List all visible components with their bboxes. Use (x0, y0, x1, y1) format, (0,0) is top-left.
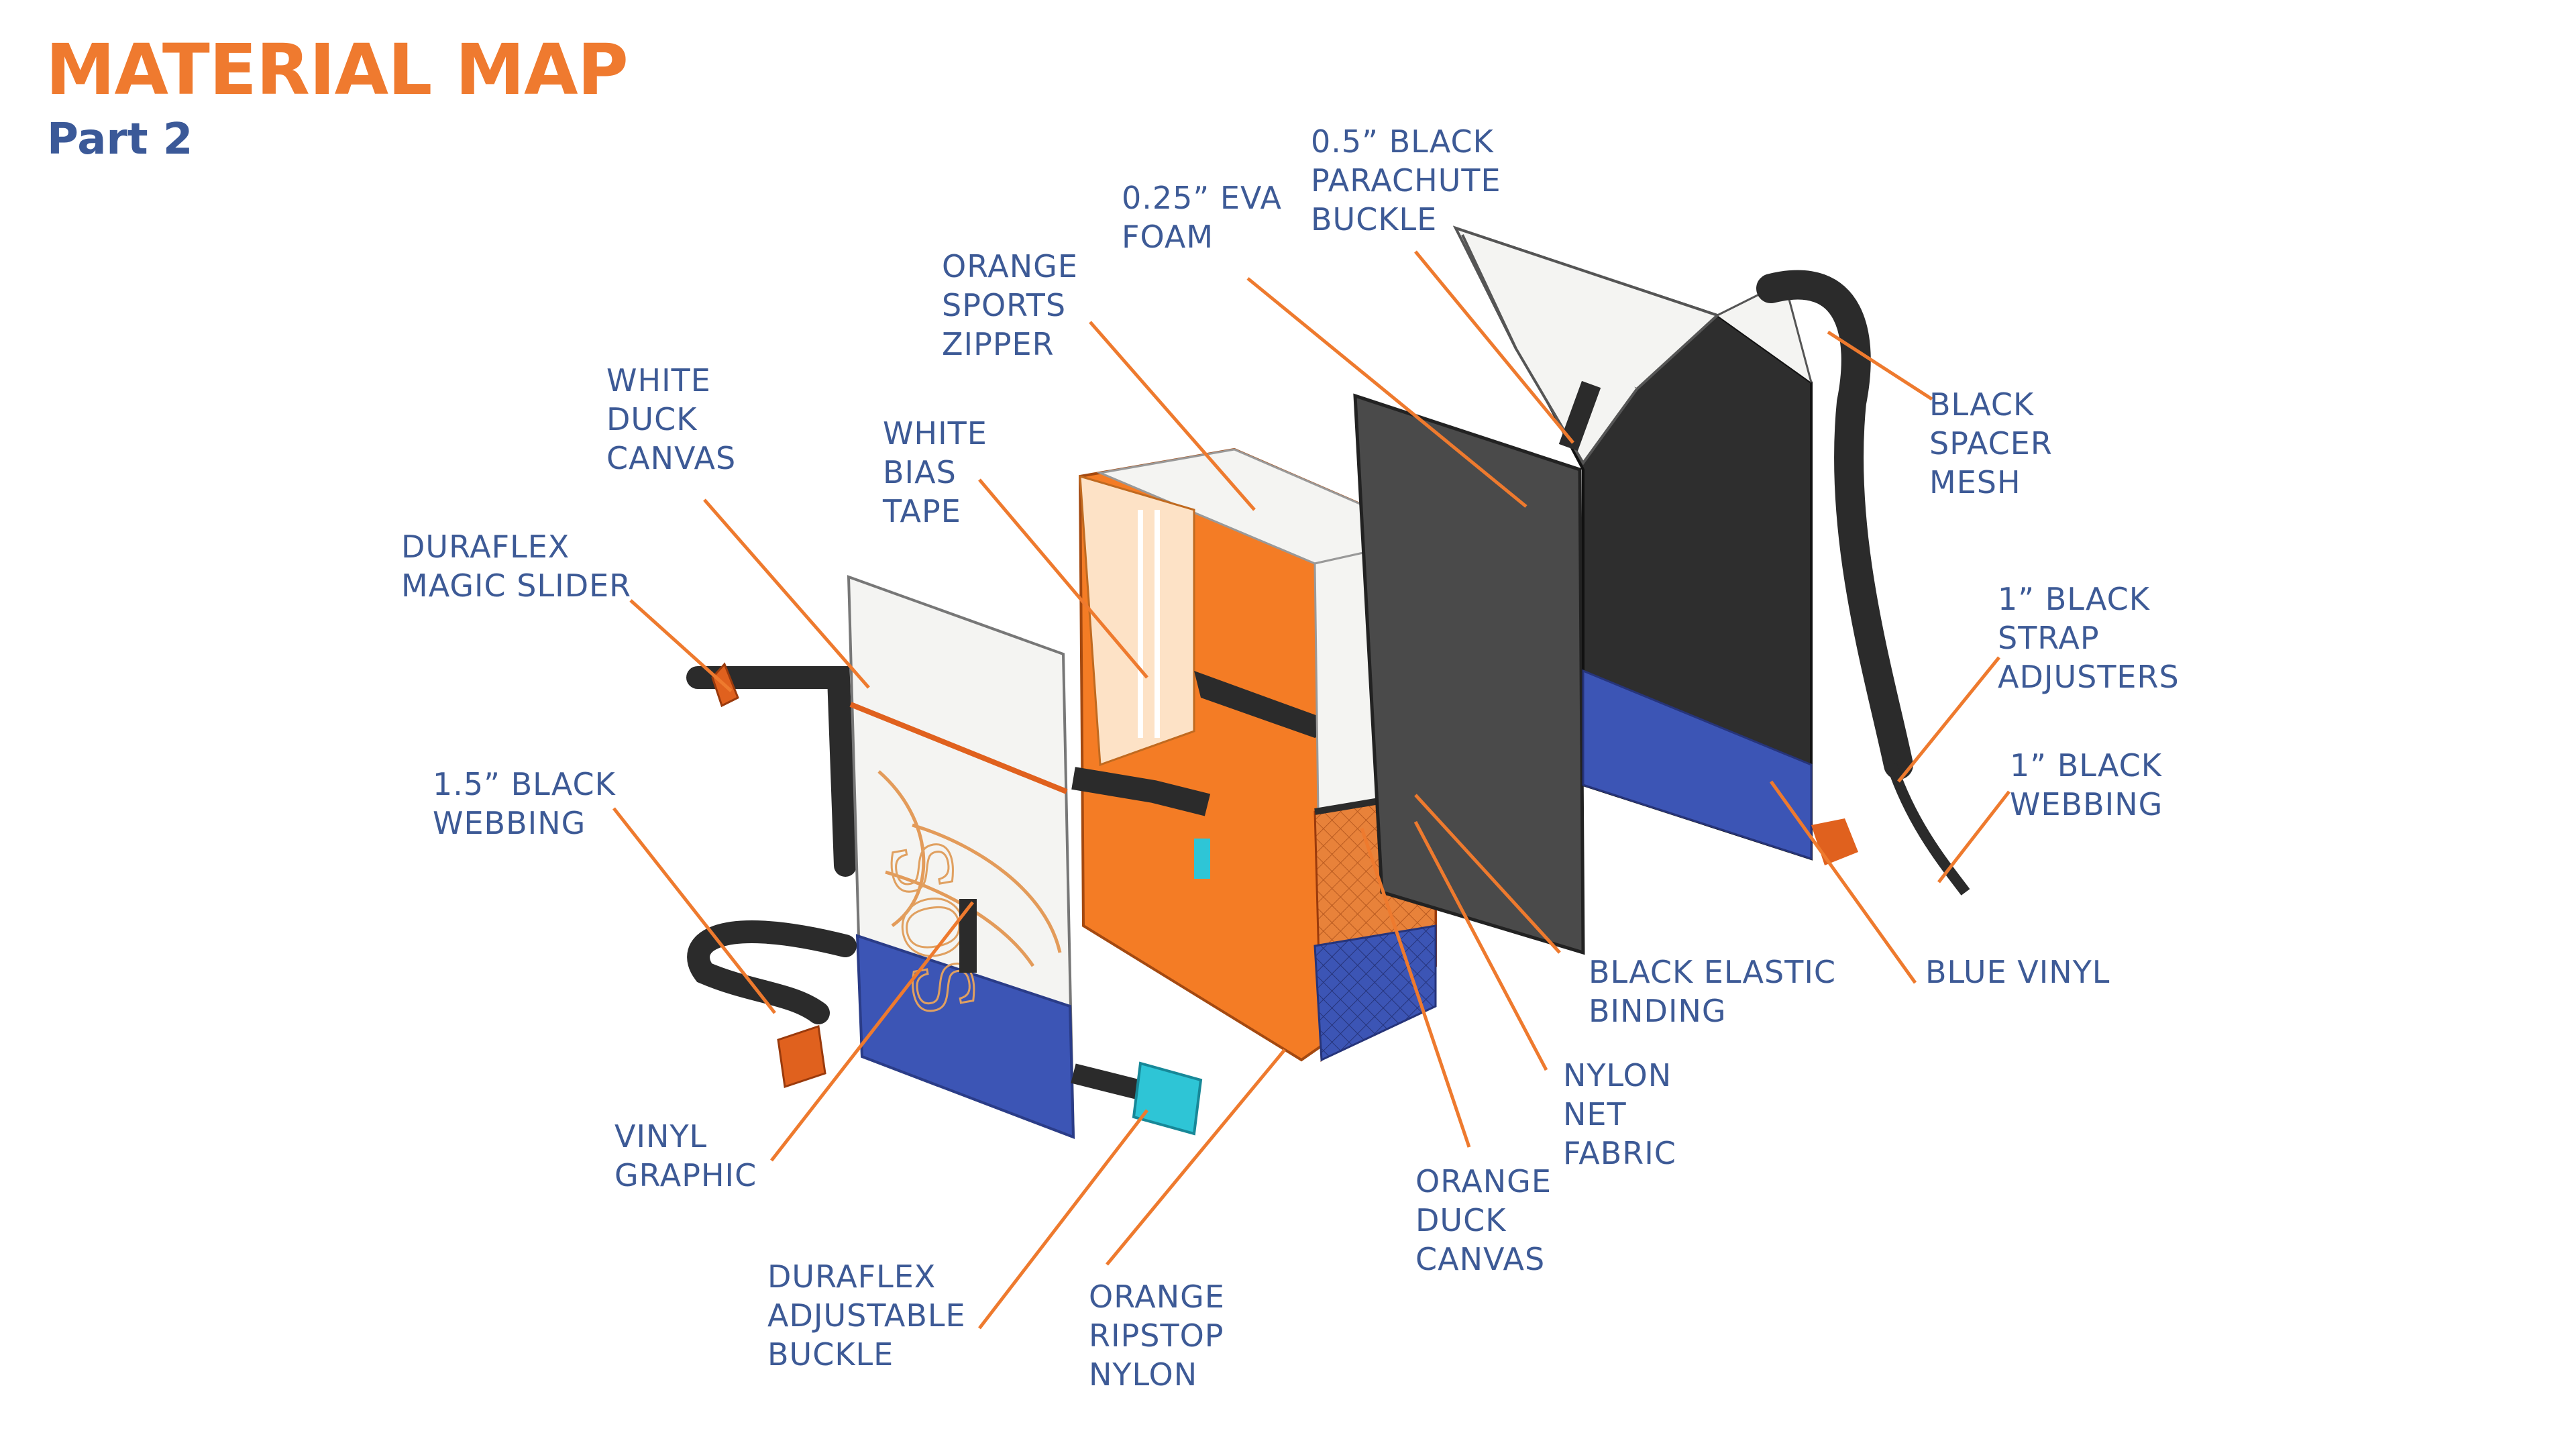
label-webbing-1: 1” BLACK WEBBING (2010, 747, 2163, 822)
label-parachute-buckle: 0.5” BLACK PARACHUTE BUCKLE (1311, 123, 1501, 237)
page-title: MATERIAL MAP (46, 29, 629, 111)
label-white-duck-canvas: WHITE DUCK CANVAS (606, 362, 737, 476)
middle-compartment (1071, 447, 1439, 1063)
eva-foam-panel (1353, 393, 1585, 955)
front-panel: SOS (686, 575, 1203, 1139)
label-elastic-binding: BLACK ELASTIC BINDING (1589, 954, 1837, 1029)
label-white-bias-tape: WHITE BIAS TAPE (883, 415, 987, 529)
leader-lines (612, 250, 2010, 1330)
label-ripstop-nylon: ORANGE RIPSTOP NYLON (1089, 1279, 1225, 1393)
label-blue-vinyl: BLUE VINYL (1925, 954, 2110, 990)
label-eva-foam: 0.25” EVA FOAM (1122, 180, 1282, 255)
label-magic-slider: DURAFLEX MAGIC SLIDER (401, 529, 632, 604)
label-strap-adjusters: 1” BLACK STRAP ADJUSTERS (1998, 581, 2180, 695)
back-panel (1452, 225, 1970, 896)
label-sports-zipper: ORANGE SPORTS ZIPPER (942, 248, 1078, 362)
page-subtitle: Part 2 (47, 115, 193, 164)
label-orange-duck-canvas: ORANGE DUCK CANVAS (1415, 1163, 1552, 1277)
label-nylon-net-fabric: NYLON NET FABRIC (1563, 1057, 1676, 1171)
label-adjustable-buckle: DURAFLEX ADJUSTABLE BUCKLE (767, 1258, 966, 1373)
parachute-buckle-part (1558, 380, 1601, 451)
label-vinyl-graphic: VINYL GRAPHIC (614, 1118, 757, 1193)
vinyl-graphic-buckle (959, 899, 977, 973)
label-spacer-mesh: BLACK SPACER MESH (1929, 386, 2053, 500)
label-webbing-15: 1.5” BLACK WEBBING (433, 766, 616, 841)
adjustable-buckle-part (1132, 1061, 1203, 1136)
